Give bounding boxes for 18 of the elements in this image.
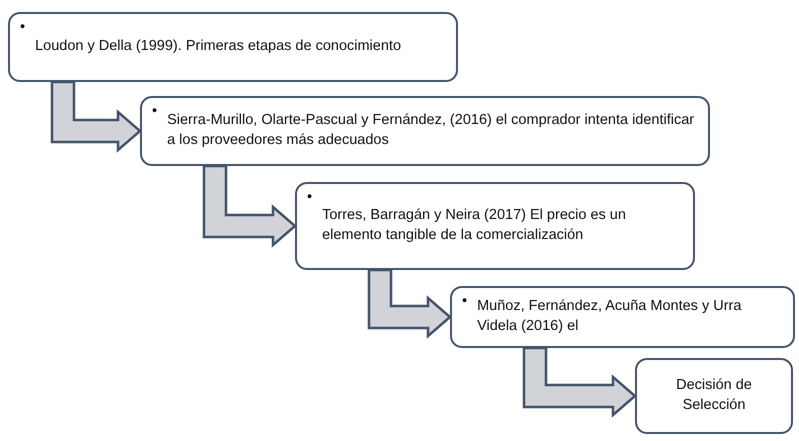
bent-arrow [368,268,452,339]
box-text: Sierra-Murillo, Olarte-Pascual y Fernández, (2016) el comprador intenta identificar a los proveedores más adecuados [167,111,696,150]
bullet-mark: • [307,188,312,207]
bullet-mark: • [152,102,158,121]
rounded-box [295,182,695,270]
box-text: Muñoz, Fernández, Acuña Montes y Urra Videla (2016) el [477,297,742,336]
rounded-box [140,96,710,166]
box-text: Decisión de Selección [675,376,753,415]
bent-arrow [50,80,142,153]
bent-arrow [522,346,637,418]
rounded-box [450,286,795,348]
rounded-box [8,12,458,82]
bullet-mark: • [20,18,26,37]
bullet-mark: • [462,292,468,311]
rounded-box [635,358,793,434]
box-text: Loudon y Della (1999). Primeras etapas de conocimiento [35,37,402,56]
bent-arrow [202,164,297,248]
box-text: Torres, Barragán y Neira (2017) El precio es un elemento tangible de la comercialización [322,206,627,245]
